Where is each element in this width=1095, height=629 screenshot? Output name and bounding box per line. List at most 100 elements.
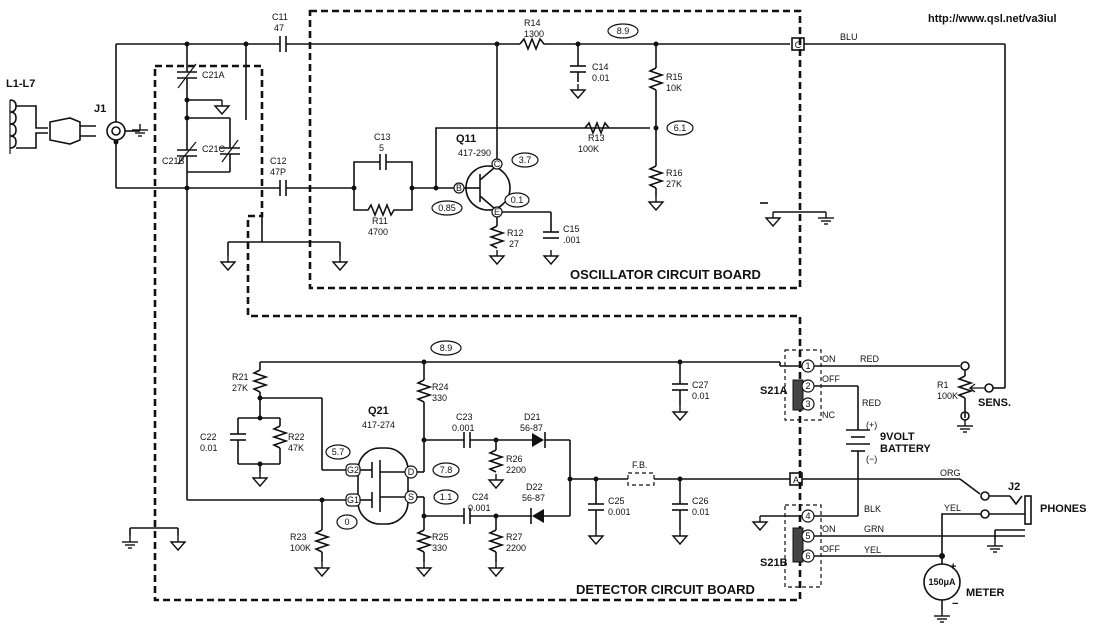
phones-label: PHONES — [1040, 503, 1086, 515]
battery-plus: (+) — [866, 420, 877, 430]
c26-label: C26 — [692, 496, 709, 506]
fb-label: F.B. — [632, 460, 648, 470]
s21b-pin-6: 6 — [805, 551, 810, 561]
q11-part: 417-290 — [458, 148, 491, 158]
meter-label: METER — [966, 587, 1005, 599]
oscillator-board-label: OSCILLATOR CIRCUIT BOARD — [570, 267, 761, 282]
r16-value: 27K — [666, 179, 682, 189]
wire-org: ORG — [940, 468, 961, 478]
r12-label: R12 — [507, 228, 524, 238]
c22-value: 0.01 — [200, 443, 218, 453]
battery-volt: 9VOLT — [880, 431, 915, 443]
voltage-8-9-osc: 8.9 — [617, 26, 630, 36]
d22-label: D22 — [526, 482, 543, 492]
r21-label: R21 — [232, 372, 249, 382]
c26-value: 0.01 — [692, 507, 710, 517]
r12-value: 27 — [509, 239, 519, 249]
voltage-0: 0 — [344, 517, 349, 527]
jack-j2 — [1024, 495, 1032, 525]
r1-label: R1 — [937, 380, 949, 390]
s21a-pos-off: OFF — [822, 374, 840, 384]
s21a-pos-on: ON — [822, 354, 836, 364]
q11-pin-e: E — [494, 207, 500, 217]
r23-value: 100K — [290, 543, 311, 553]
wire-blu: BLU — [840, 32, 858, 42]
meter-plus: + — [950, 561, 956, 573]
c27-value: 0.01 — [692, 391, 710, 401]
c12-value: 47P — [270, 167, 286, 177]
c22-label: C22 — [200, 432, 217, 442]
r15-value: 10K — [666, 83, 682, 93]
source-url: http://www.qsl.net/va3iul — [928, 13, 1057, 25]
c14-value: 0.01 — [592, 73, 610, 83]
c15-value: .001 — [563, 235, 581, 245]
mosfet-q21 — [357, 447, 409, 525]
s21a-pin-1: 1 — [805, 361, 810, 371]
switch-s21a — [784, 349, 822, 421]
potentiometer-r1 — [956, 375, 974, 399]
s21b-pos-on: ON — [822, 524, 836, 534]
c11-label: C11 — [272, 12, 288, 22]
j1-label: J1 — [94, 103, 106, 115]
r21-value: 27K — [232, 383, 248, 393]
jack-j1 — [106, 121, 126, 141]
q11-pin-b: B — [456, 183, 462, 193]
wire-red-1: RED — [860, 354, 880, 364]
voltage-0-85: 0.85 — [438, 203, 456, 213]
r27-value: 2200 — [506, 543, 526, 553]
voltage-3-7: 3.7 — [519, 155, 532, 165]
battery-minus: (−) — [866, 454, 877, 464]
r15-label: R15 — [666, 72, 683, 82]
c23-label: C23 — [456, 412, 473, 422]
j2-label: J2 — [1008, 481, 1020, 493]
q21-pin-s: S — [408, 492, 414, 502]
q21-pin-g1: G1 — [347, 495, 359, 505]
r14-value: 1300 — [524, 29, 544, 39]
r14-label: R14 — [524, 18, 541, 28]
detector-board-outline — [153, 64, 802, 602]
r1-value: 100K — [937, 391, 958, 401]
r27-label: R27 — [506, 532, 523, 542]
s21b-pin-5: 5 — [805, 531, 810, 541]
r13-label: R13 — [588, 133, 605, 143]
sens-label: SENS. — [978, 397, 1011, 409]
q21-part: 417-274 — [362, 420, 395, 430]
voltage-0-1: 0.1 — [511, 195, 524, 205]
d21-label: D21 — [524, 412, 541, 422]
detector-board-label: DETECTOR CIRCUIT BOARD — [576, 582, 755, 597]
r25-value: 330 — [432, 543, 447, 553]
r22-value: 47K — [288, 443, 304, 453]
plug — [49, 117, 81, 145]
s21b-pos-off: OFF — [822, 544, 840, 554]
c13-label: C13 — [374, 132, 391, 142]
q21-label: Q21 — [368, 405, 389, 417]
voltage-6-1: 6.1 — [674, 123, 687, 133]
c21a-label: C21A — [202, 70, 225, 80]
c24-label: C24 — [472, 492, 489, 502]
oscillator-board-outline — [308, 9, 802, 290]
r24-label: R24 — [432, 382, 449, 392]
connector-a-label: A — [793, 475, 799, 485]
d22-value: 56-87 — [522, 493, 545, 503]
q11-label: Q11 — [456, 133, 476, 145]
s21b-pin-4: 4 — [805, 511, 810, 521]
q11-pin-c: C — [494, 159, 501, 169]
s21a-pin-2: 2 — [805, 381, 810, 391]
battery-label: BATTERY — [880, 443, 931, 455]
voltage-1-1: 1.1 — [440, 492, 453, 502]
c21c-label: C21C — [202, 144, 226, 154]
s21a-label: S21A — [760, 385, 788, 397]
s21a-pos-nc: NC — [822, 410, 835, 420]
c21b-label: C21B — [162, 156, 185, 166]
c13-value: 5 — [379, 143, 384, 153]
voltage-7-8: 7.8 — [440, 465, 453, 475]
r24-value: 330 — [432, 393, 447, 403]
wire-yel-1: YEL — [944, 503, 961, 513]
meter-minus: − — [952, 598, 958, 610]
c27-label: C27 — [692, 380, 709, 390]
s21a-pin-3: 3 — [805, 399, 810, 409]
c12-label: C12 — [270, 156, 287, 166]
c25-label: C25 — [608, 496, 625, 506]
s21b-label: S21B — [760, 557, 788, 569]
